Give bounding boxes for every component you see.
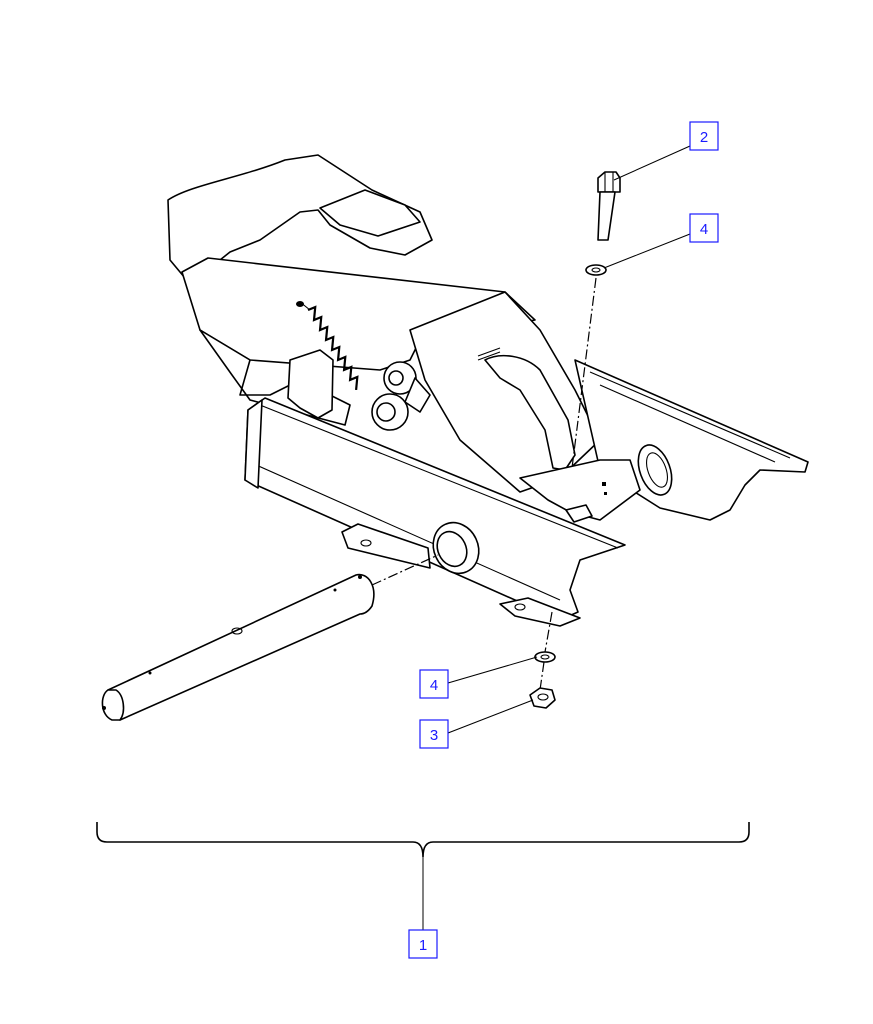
callout-1-label: 1 bbox=[419, 937, 427, 954]
assembly-brace bbox=[96, 822, 750, 858]
leader-2 bbox=[613, 145, 691, 181]
callout-1[interactable]: 1 bbox=[408, 929, 438, 959]
callout-3-label: 3 bbox=[430, 727, 438, 744]
hex-nut bbox=[529, 687, 556, 709]
washer-top bbox=[585, 264, 607, 276]
callout-4-bottom-label: 4 bbox=[430, 677, 438, 694]
callout-4-top-label: 4 bbox=[700, 221, 708, 238]
callout-2-label: 2 bbox=[700, 129, 708, 146]
frame-assembly bbox=[167, 154, 809, 627]
callout-3[interactable]: 3 bbox=[419, 719, 449, 749]
leader-4-bottom bbox=[447, 656, 538, 684]
callout-4-top[interactable]: 4 bbox=[689, 213, 719, 243]
leader-3 bbox=[447, 699, 534, 734]
washer-bottom bbox=[534, 651, 556, 663]
leader-4-top bbox=[603, 233, 691, 269]
callout-2[interactable]: 2 bbox=[689, 121, 719, 151]
tension-spring bbox=[296, 301, 359, 391]
pivot-pin bbox=[101, 573, 375, 721]
hex-bolt bbox=[597, 171, 621, 241]
callout-4-bottom[interactable]: 4 bbox=[419, 669, 449, 699]
